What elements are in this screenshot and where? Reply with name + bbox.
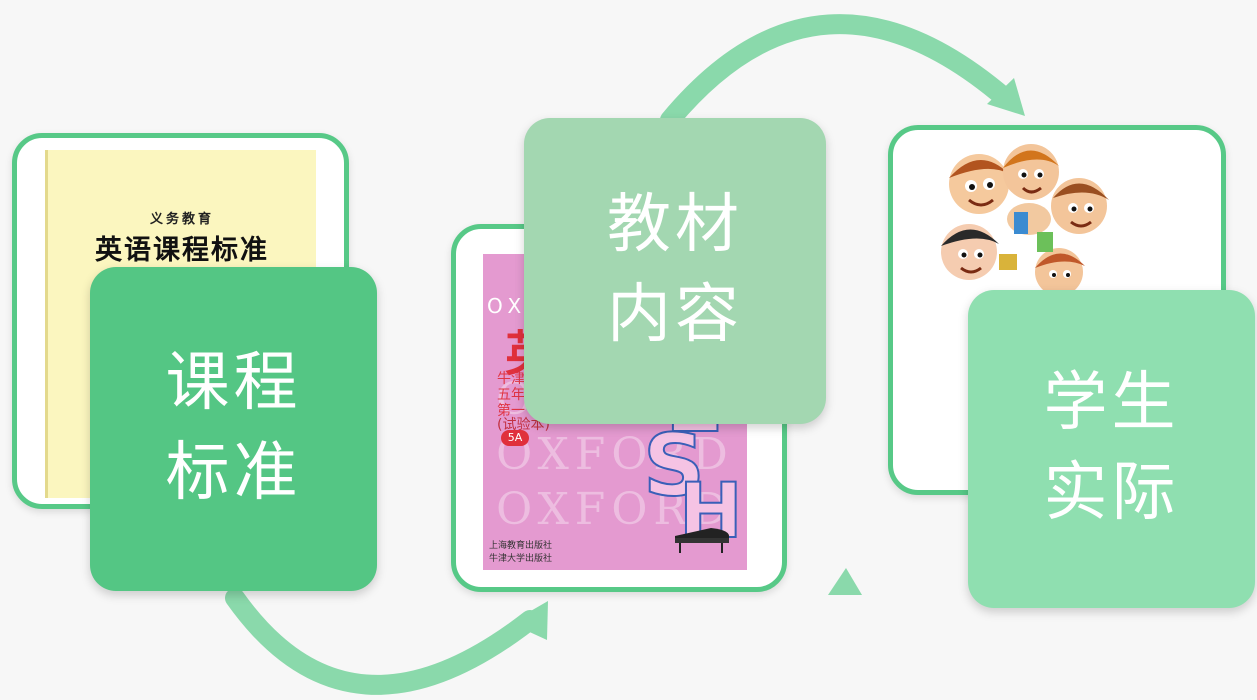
- tile-label-line2: 实际: [1043, 456, 1180, 530]
- tile-label-line1: 课程: [165, 346, 302, 421]
- tile-label-line1: 学生: [1043, 366, 1180, 441]
- cover-title: 英语课程标准: [95, 235, 269, 266]
- cover-line3: 第一: [497, 403, 525, 419]
- arrow-head-bottom: [510, 601, 548, 640]
- cover-watermark: OXFORD: [496, 484, 734, 535]
- arrow-head-top: [987, 78, 1025, 116]
- students-tile: 学生 实际: [968, 290, 1255, 608]
- cover-small-text: 义务教育: [149, 212, 214, 227]
- curved-arrow-icon: [660, 14, 1015, 130]
- children-circle-icon: [941, 144, 1109, 296]
- tile-label-line2: 内容: [607, 278, 743, 352]
- cover-line2: 五年: [497, 387, 525, 403]
- piano-icon: [675, 528, 730, 553]
- cover-watermark: OXFORD: [496, 429, 734, 480]
- curved-arrow-icon: [225, 588, 540, 695]
- textbook-tile: 教材 内容: [524, 118, 826, 424]
- publisher-1: 上海教育出版社: [489, 541, 553, 551]
- cover-letter: S: [642, 415, 706, 517]
- grade-badge: 5A: [501, 430, 529, 446]
- tile-label-line1: 教材: [607, 188, 743, 263]
- cover-edition: (试验本): [497, 417, 550, 433]
- tile-label-line2: 标准: [165, 436, 302, 510]
- standard-tile: 课程 标准: [90, 267, 377, 591]
- cover-line1: 牛津: [497, 371, 525, 387]
- triangle-icon: [828, 568, 862, 595]
- publisher-2: 牛津大学出版社: [489, 554, 553, 564]
